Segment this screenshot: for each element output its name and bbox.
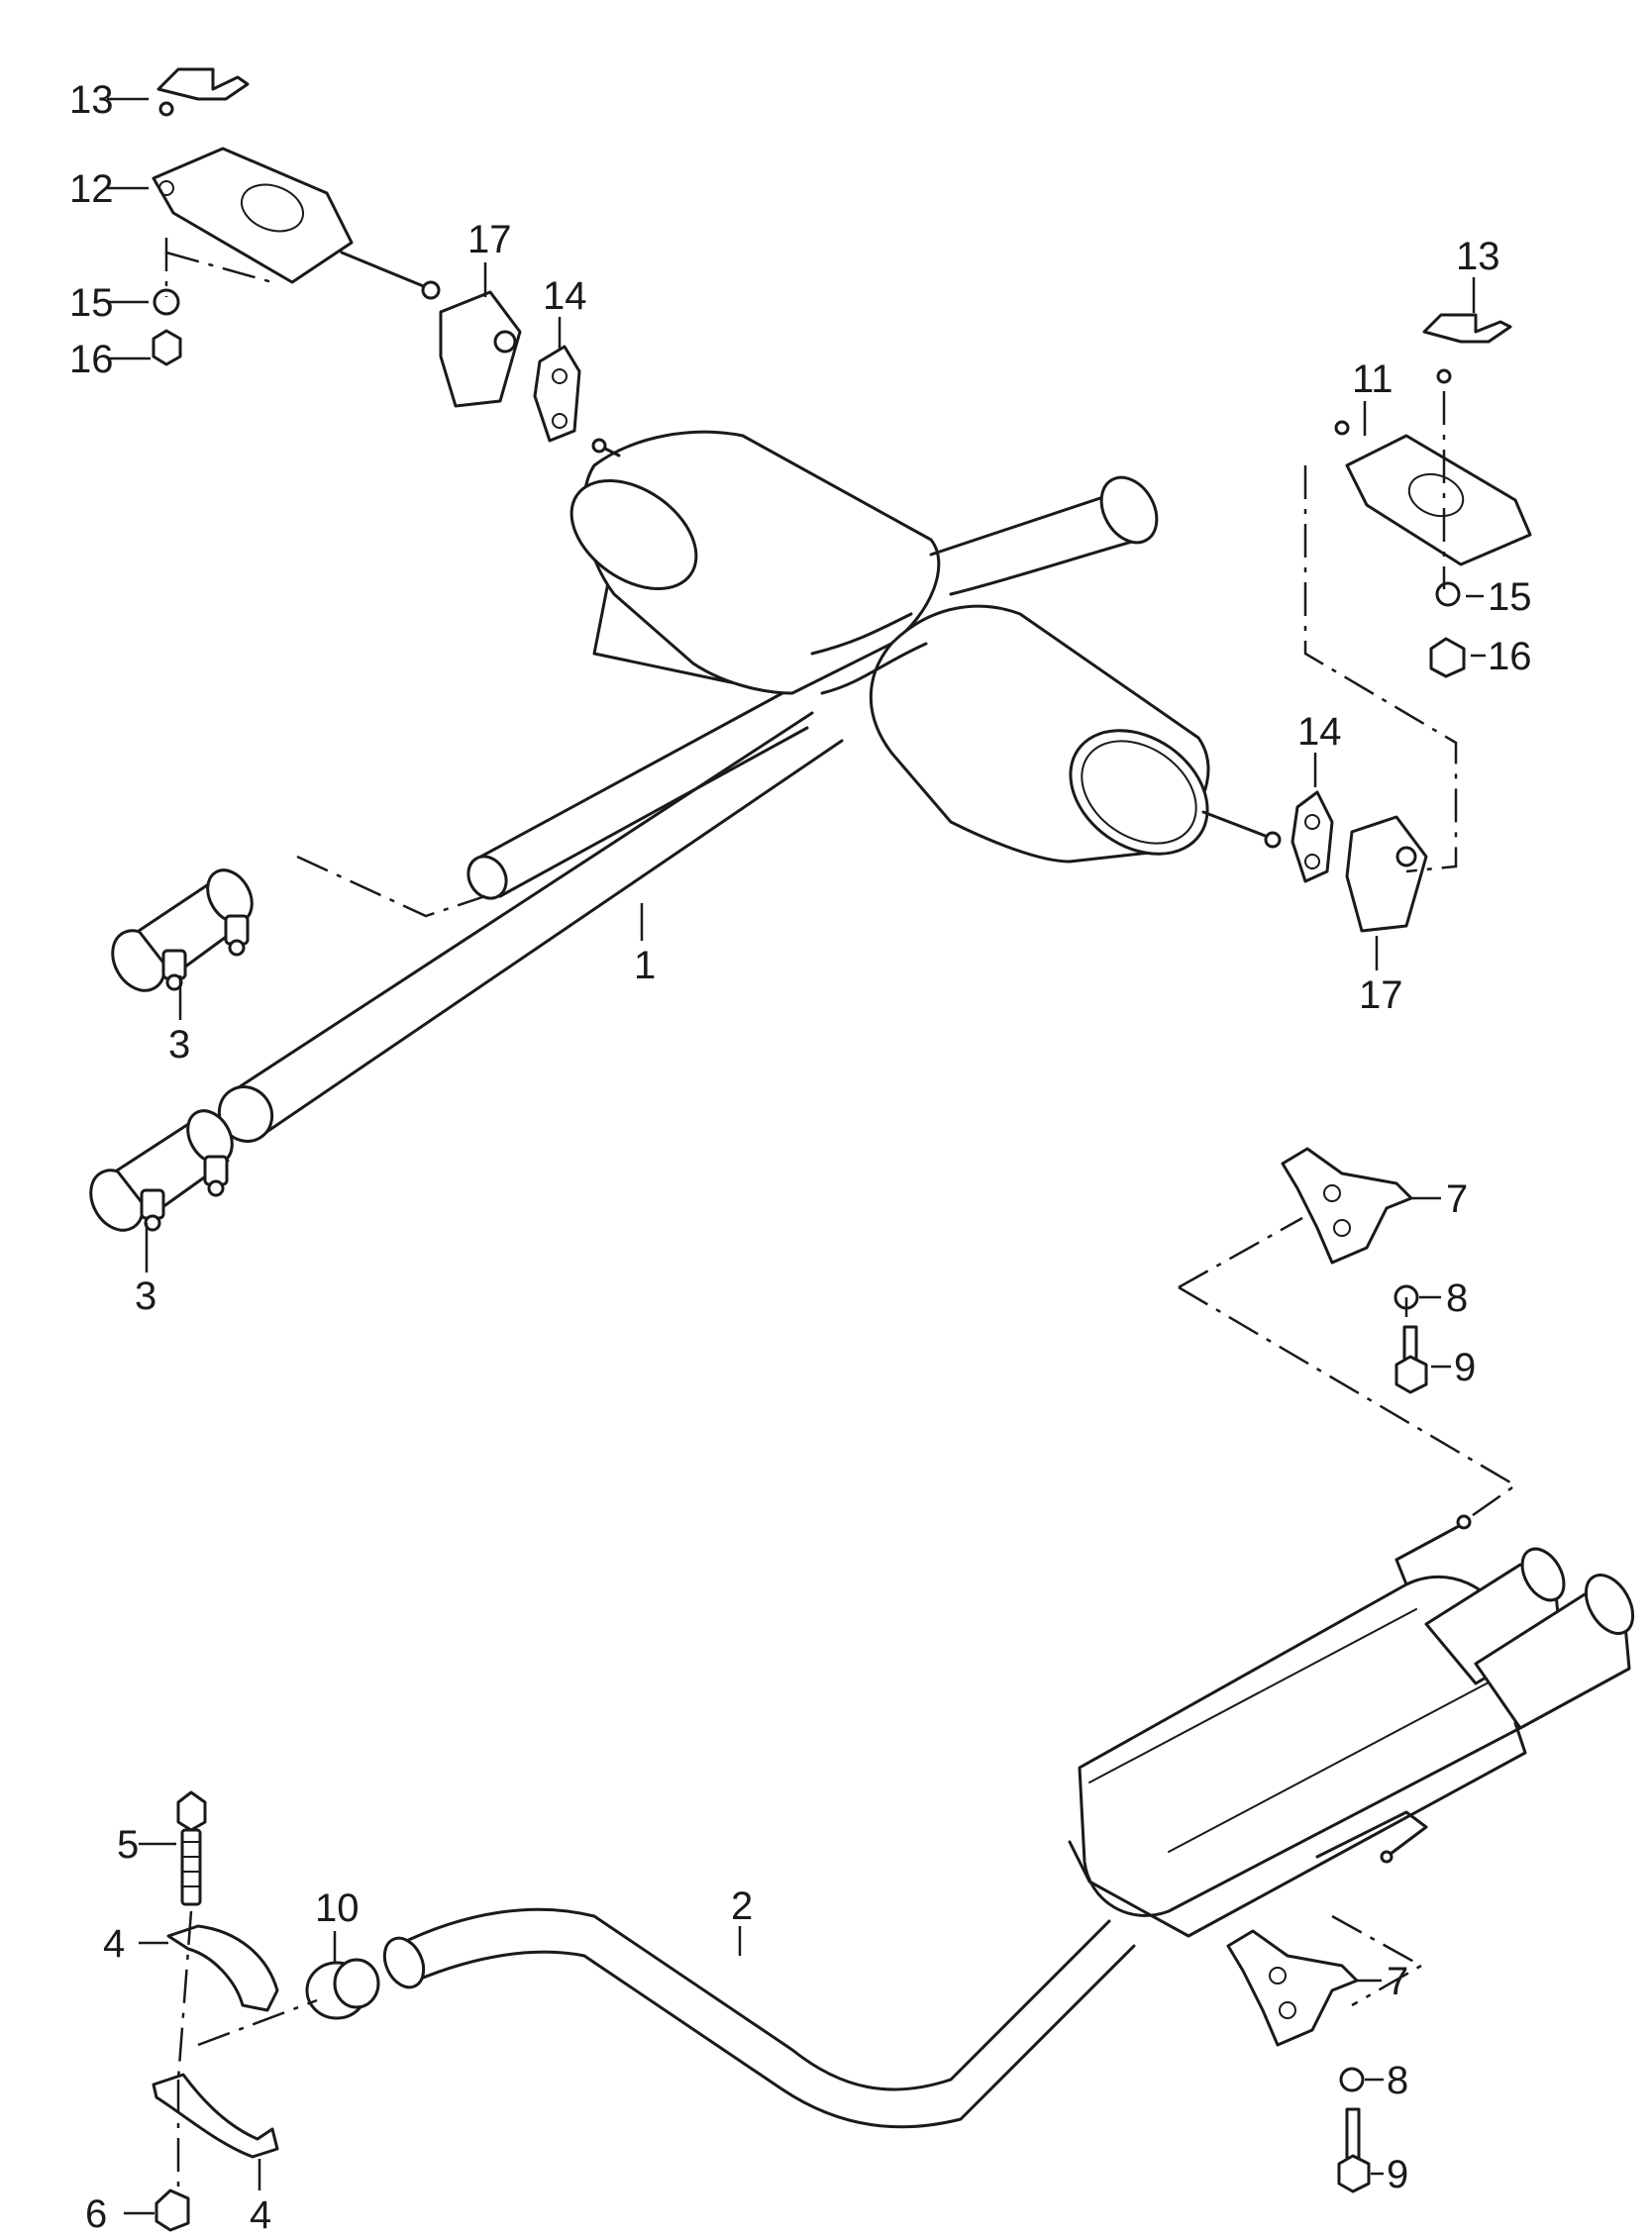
- callout-7-upper: 7: [1446, 1177, 1468, 1221]
- rear-pipe-and-silencer: [382, 1514, 1635, 2129]
- callout-8-lower: 8: [1387, 2059, 1408, 2102]
- callout-7-lower: 7: [1387, 1960, 1408, 2003]
- callout-3-upper: 3: [168, 1023, 190, 1067]
- rear-clamp-group: [152, 1790, 380, 2232]
- callout-15-left: 15: [69, 281, 114, 325]
- callout-3-lower: 3: [135, 1274, 156, 1318]
- callout-4-upper: 4: [103, 1922, 125, 1966]
- front-pipe-with-center-silencers: [217, 430, 1282, 1143]
- assembly-dash-lines: [164, 238, 1518, 2189]
- callout-numbers: 13 12 15 16 17 14 1 3 3 13 11 15 16 14 1…: [69, 78, 1532, 2237]
- callout-10: 10: [315, 1886, 360, 1930]
- callout-11: 11: [1352, 357, 1394, 401]
- clamp-lower: [89, 1109, 234, 1232]
- callout-16-right: 16: [1488, 635, 1532, 678]
- rear-hanger-upper: [1281, 1147, 1428, 1394]
- callout-6: 6: [85, 2192, 107, 2236]
- callout-1: 1: [634, 944, 656, 987]
- rear-hanger-lower: [1226, 1929, 1371, 2193]
- clamp-upper: [111, 868, 254, 992]
- callout-5: 5: [117, 1823, 139, 1867]
- callout-9-upper: 9: [1454, 1346, 1476, 1389]
- callout-13-upper-left: 13: [69, 78, 114, 122]
- callout-17-upper: 17: [467, 218, 512, 261]
- callout-4-lower: 4: [250, 2193, 271, 2237]
- callout-14-right: 14: [1297, 710, 1342, 754]
- callout-17-right: 17: [1359, 973, 1403, 1017]
- callout-15-right: 15: [1488, 575, 1532, 619]
- callout-14-upper: 14: [543, 274, 587, 318]
- callout-12: 12: [69, 167, 114, 211]
- right-hanger-group: [1291, 313, 1532, 933]
- callout-leaders: [107, 97, 1486, 2215]
- callout-8-upper: 8: [1446, 1276, 1468, 1320]
- callout-13-right: 13: [1456, 235, 1500, 278]
- callout-9-lower: 9: [1387, 2153, 1408, 2196]
- callout-2: 2: [731, 1884, 753, 1928]
- left-hanger-group: [152, 67, 581, 443]
- callout-16-left: 16: [69, 338, 114, 381]
